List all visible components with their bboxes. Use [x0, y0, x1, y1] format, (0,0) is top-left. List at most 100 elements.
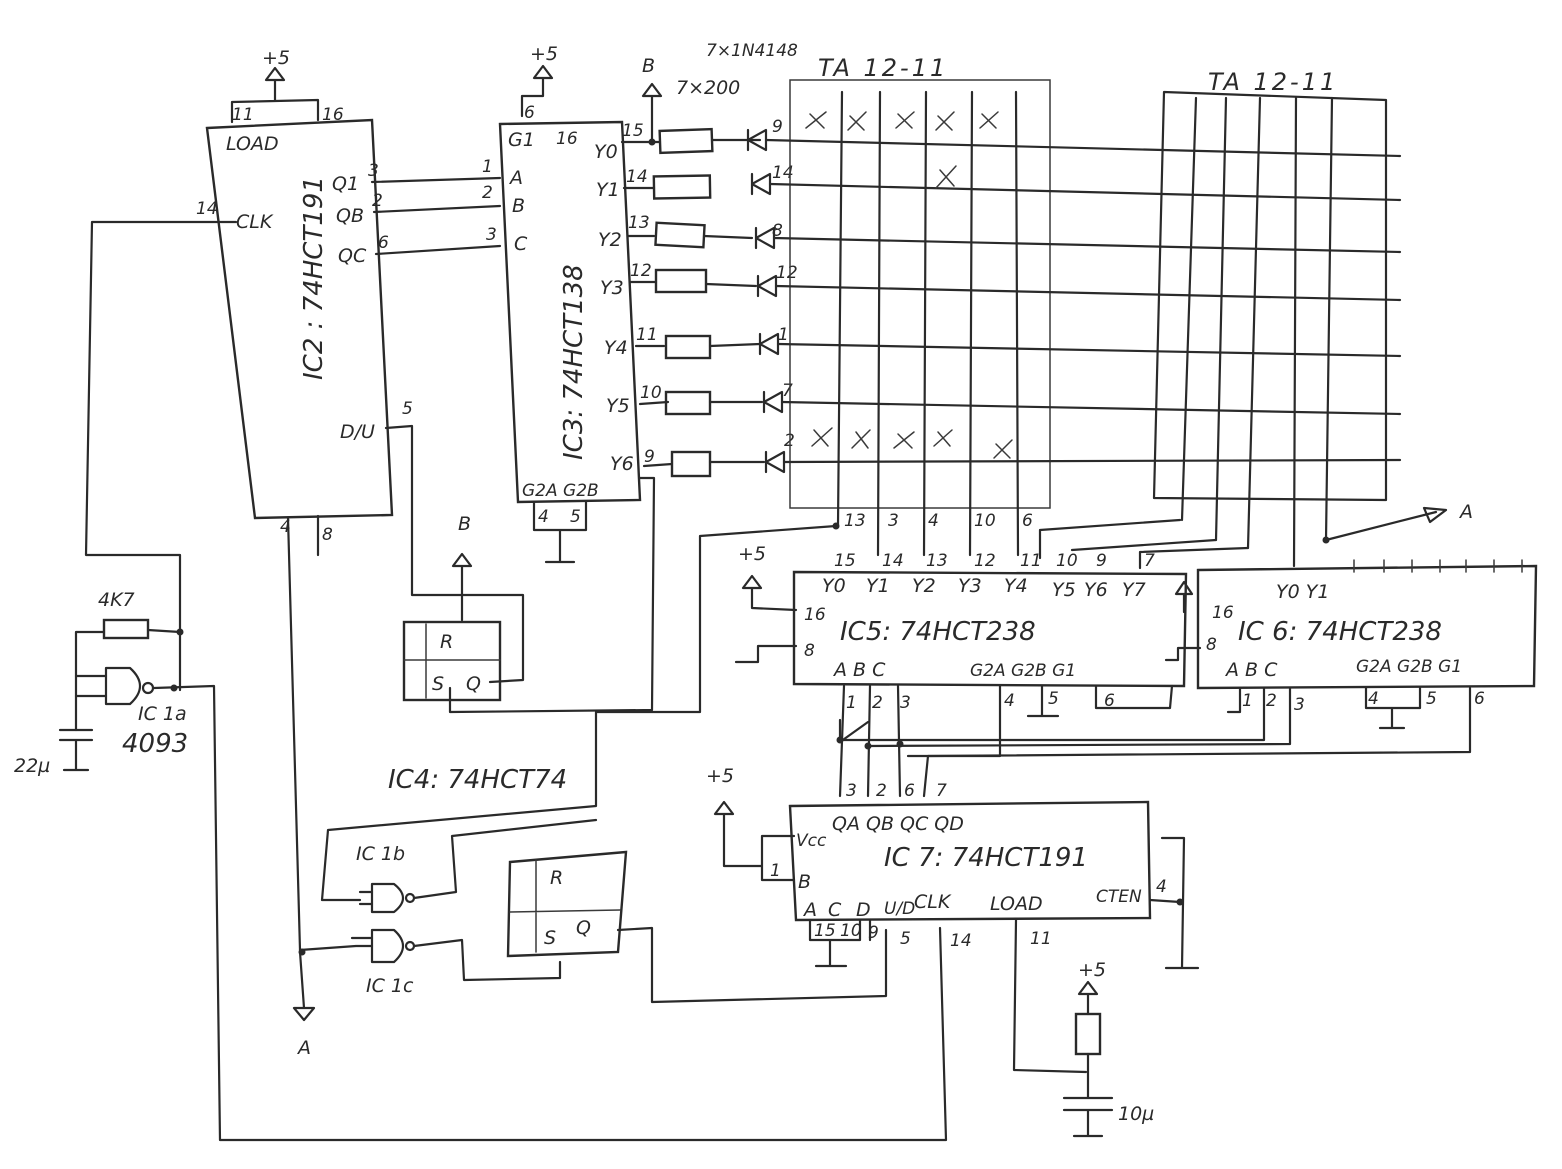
diode-pin-2: 8 [772, 221, 783, 241]
ic7-q-labels: QA QB QC QD [832, 813, 964, 835]
ic6-title: IC 6: 74HCT238 [1238, 617, 1442, 647]
ic7-pin-11: 11 [1030, 929, 1052, 949]
ic5-y0: Y0 [822, 575, 846, 597]
display1-title: TA 12-11 [818, 54, 948, 82]
ic2-qb-label: QB [336, 205, 364, 227]
ic7-d: D [856, 899, 871, 921]
ic1c-label: IC 1c [366, 975, 414, 997]
row-drivers: B 7×200 7×1N4148 [620, 41, 798, 478]
ic3-a-label: A [508, 167, 523, 189]
ic7-pin-1: 1 [770, 861, 781, 881]
ic2-title: IC2 : 74HCT191 [299, 176, 329, 380]
flipflop-2: R S Q [506, 850, 888, 1004]
diode-pin-4: 1 [778, 325, 789, 345]
net-a-right: A [1458, 501, 1473, 523]
ic5-pin-11: 11 [1020, 551, 1042, 571]
ic4-body [402, 620, 502, 702]
ic3-pin-16: 16 [556, 129, 578, 149]
ic3-c-label: C [514, 233, 528, 255]
ic4-s: S [432, 673, 444, 695]
ic7-pin-10: 10 [840, 921, 862, 941]
ic1bc-gates: IC 1b IC 1c A [292, 818, 598, 1059]
ic7-pin-7: 7 [936, 781, 947, 801]
ic6-inputs: A B C [1224, 659, 1278, 681]
ic6-pin-1: 1 [1242, 691, 1253, 711]
ic3-pin-10: 10 [640, 383, 662, 403]
ic5-pin-14: 14 [882, 551, 904, 571]
ic6-outputs: Y0 Y1 [1276, 581, 1329, 603]
ic7-a: A [802, 899, 817, 921]
resistor-r4 [664, 334, 712, 360]
ic7-pin-6: 6 [904, 781, 915, 801]
ic5-y5: Y5 [1052, 579, 1076, 601]
diode-pin-3: 12 [776, 263, 798, 283]
ic3-pin-15: 15 [622, 121, 644, 141]
ic7-counter: IC 7: 74HCT191 QA QB QC QD Vcc B A C D U… [706, 718, 1200, 1138]
ic3-title: IC3: 74HCT138 [559, 264, 589, 460]
ic3-pin-3: 3 [486, 225, 497, 245]
ic5-pin-10: 10 [1056, 551, 1078, 571]
ic2-du-label: D/U [340, 421, 375, 443]
ic3-y6: Y6 [610, 453, 634, 475]
ic5-pin-4: 4 [1004, 691, 1015, 711]
ic3-b-label: B [512, 195, 525, 217]
ic5-pin-2: 2 [872, 693, 883, 713]
ic5-y7: Y7 [1122, 579, 1146, 601]
ic5-pin-1: 1 [846, 693, 857, 713]
ic5-pin-9: 9 [1096, 551, 1107, 571]
resistor-4k7 [102, 618, 150, 640]
ic5-pin-7: 7 [1144, 551, 1155, 571]
diode-pin-0: 9 [772, 117, 783, 137]
ic6-pin-5: 5 [1426, 689, 1437, 709]
ic3-pin-2: 2 [482, 183, 493, 203]
display1-leds [805, 111, 1013, 459]
display-2-matrix: TA 12-11 A [1038, 68, 1473, 570]
ic7-pin-2: 2 [876, 781, 887, 801]
ic2-pin-4: 4 [280, 517, 291, 537]
ic6-decoder: IC 6: 74HCT238 Y0 Y1 A B C G2A G2B G1 16… [836, 559, 1538, 798]
ic4-q: Q [466, 673, 481, 695]
ic5-pin-8: 8 [804, 641, 815, 661]
ic3-decoder: IC3: 74HCT138 G1 A B C G2A G2B 1 2 3 16 … [448, 43, 662, 714]
ic5-pin-12: 12 [974, 551, 996, 571]
ic2-pin-2: 2 [372, 191, 383, 211]
resistor-r0 [658, 127, 714, 155]
ic4-r: R [440, 631, 453, 653]
ic7-plus5: +5 [706, 765, 734, 787]
ic2-pin-8: 8 [322, 525, 333, 545]
ic4-title: IC4: 74HCT74 [388, 765, 567, 795]
ic2-qc-label: QC [338, 245, 367, 267]
ic1a-label: IC 1a [138, 703, 187, 725]
ic4-flipflop: R S Q B IC4: 74HCT74 [388, 513, 567, 795]
resistor-r6 [670, 450, 712, 478]
ic6-pin-8: 8 [1206, 635, 1217, 655]
resistors-label: 7×200 [676, 77, 740, 99]
ic5-pin-13: 13 [926, 551, 948, 571]
ic7-c: C [828, 899, 842, 921]
ic3-y4: Y4 [604, 337, 628, 359]
ic3-pin-12: 12 [630, 261, 652, 281]
ic2-clk-label: CLK [236, 211, 274, 233]
ic5-pin-16: 16 [804, 605, 826, 625]
ic7-pin-4: 4 [1156, 877, 1167, 897]
ic3-pin-11: 11 [636, 325, 658, 345]
cap-22u-label: 22µ [14, 755, 50, 777]
resistor-r3 [654, 268, 708, 294]
ic7-pin-15: 15 [814, 921, 836, 941]
col-pin-4: 6 [1022, 511, 1033, 531]
ic3-y3: Y3 [600, 277, 624, 299]
ic5-decoder: IC5: 74HCT238 Y0 Y1 Y2 Y3 Y4 Y5 Y6 Y7 15… [734, 543, 1188, 798]
ic5-pin-5: 5 [1048, 689, 1059, 709]
net-b-top: B [642, 55, 655, 77]
ic7-cten: CTEN [1096, 887, 1142, 907]
ic2-pin-16: 16 [322, 105, 344, 125]
ic1-oscillator: 4K7 IC 1a 4093 22µ [14, 589, 948, 1142]
display2-title: TA 12-11 [1208, 68, 1338, 96]
ic2-pin-3: 3 [368, 161, 379, 181]
col-pin-1: 3 [888, 511, 899, 531]
ic7-b: B [798, 871, 811, 893]
ic7-title: IC 7: 74HCT191 [884, 843, 1088, 873]
ic2-pin-14: 14 [196, 199, 218, 219]
ic5-y4: Y4 [1004, 575, 1028, 597]
ic7-pin-5: 5 [900, 929, 911, 949]
